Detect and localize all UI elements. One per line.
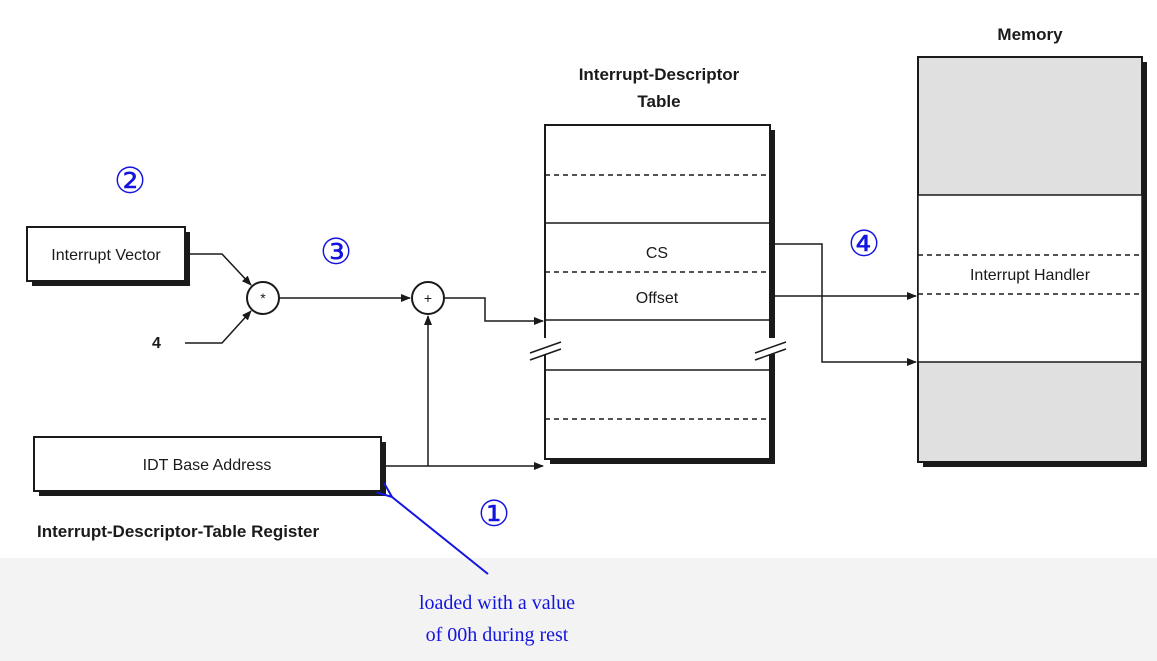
add-symbol: + [424,290,432,306]
multiplier-label: 4 [152,335,161,352]
offset-label: Offset [636,290,679,307]
interrupt-vector-box: Interrupt Vector [26,226,190,286]
idtr-register-label: Interrupt-Descriptor-Table Register [37,522,320,541]
multiply-node: * [246,281,280,315]
add-node: + [411,281,445,315]
idt-table: Interrupt-Descriptor Table CS Offset [529,65,787,464]
step-three-marker: ③ [320,232,352,272]
memory-label: Memory [997,25,1063,44]
cs-label: CS [646,245,668,262]
annotation-arrow [392,497,489,575]
multiply-symbol: * [260,290,266,306]
step-four-marker: ④ [848,224,880,264]
connectors [185,243,917,470]
idt-title-line2: Table [637,92,680,111]
memory-block: Memory Interrupt Handler [917,25,1147,467]
interrupt-vector-label: Interrupt Vector [51,247,161,264]
idt-title-line1: Interrupt-Descriptor [579,65,740,84]
annotation-line1: loaded with a value [419,592,575,614]
annotation-line2: of 00h during rest [426,624,569,646]
bottom-band [0,558,1157,661]
step-two-marker: ② [114,161,146,201]
step-one-marker: ① [478,494,510,534]
idt-base-address-box: IDT Base Address [33,436,386,496]
interrupt-handler-label: Interrupt Handler [970,267,1091,284]
idt-base-address-label: IDT Base Address [143,457,272,474]
